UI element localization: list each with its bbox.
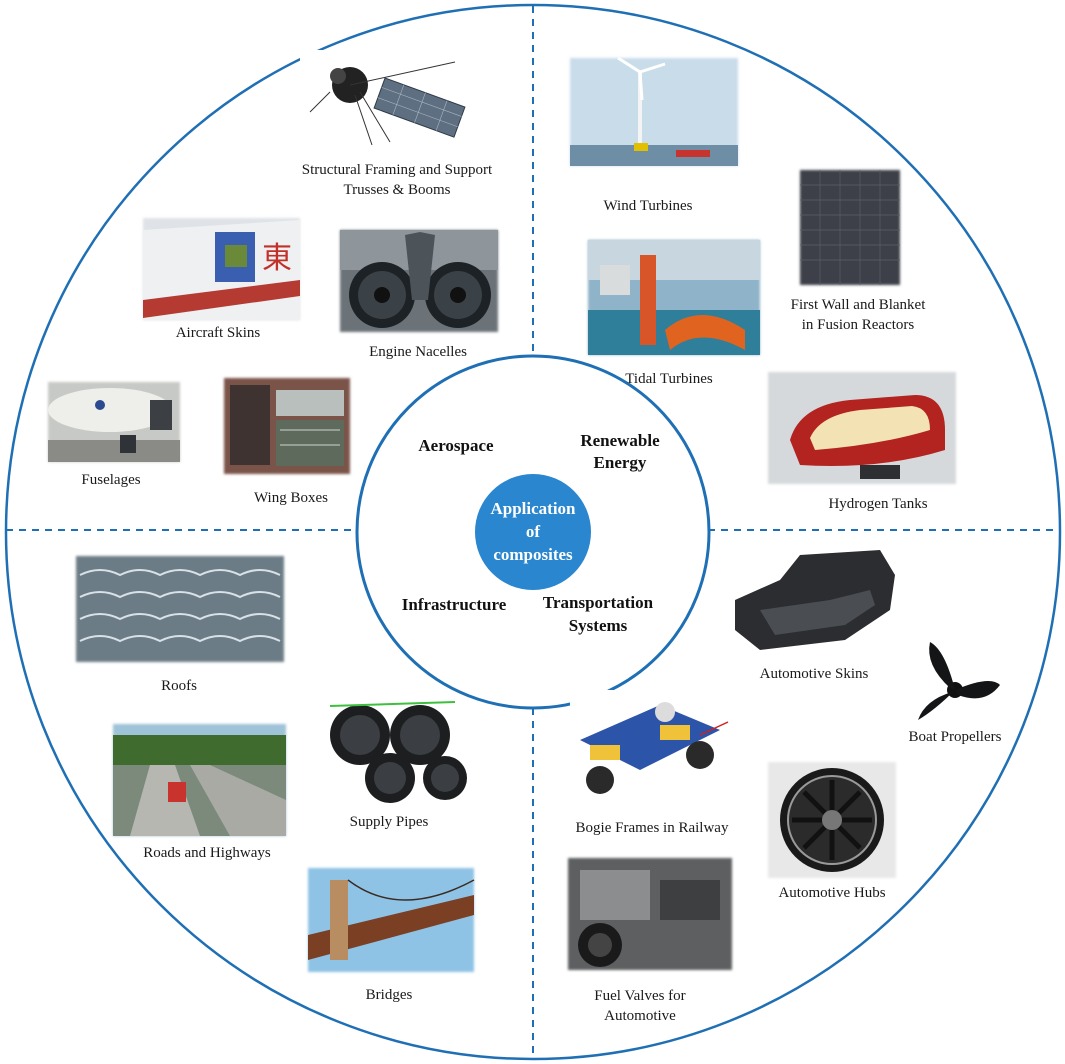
- renewable-label-line: Energy: [594, 453, 647, 472]
- wind-turbines-image: [570, 56, 738, 166]
- fuel-valves-image: [568, 858, 732, 970]
- roads-highways-label: Roads and Highways: [143, 845, 271, 861]
- wind-turbines-label: Wind Turbines: [604, 198, 693, 214]
- roofs-image: [76, 556, 284, 662]
- automotive-hubs-label: Automotive Hubs: [778, 885, 885, 901]
- fuel-valves-label-line: Automotive: [604, 1008, 676, 1024]
- renewable-label-line: Renewable: [580, 431, 660, 450]
- center-label-line: composites: [493, 545, 573, 564]
- center-label-line: of: [526, 522, 541, 541]
- fuselages-image: [48, 382, 180, 462]
- bridges-image: [308, 868, 475, 972]
- automotive-skins-label: Automotive Skins: [760, 666, 869, 682]
- infrastructure-label: Infrastructure: [402, 595, 507, 614]
- engine-nacelles-image: [340, 230, 498, 332]
- first-wall-image: [800, 170, 900, 285]
- outer-ring: [4, 3, 1062, 1061]
- hydrogen-tanks-label-line: Hydrogen Tanks: [828, 496, 927, 512]
- fuselages-label-line: Fuselages: [81, 472, 140, 488]
- tidal-turbines-label: Tidal Turbines: [625, 371, 713, 387]
- roofs-label-line: Roofs: [161, 678, 197, 694]
- wing-boxes-label: Wing Boxes: [254, 490, 328, 506]
- aircraft-skins-label: Aircraft Skins: [176, 325, 261, 341]
- tidal-turbines-image: [588, 240, 760, 355]
- wind-turbines-label-line: Wind Turbines: [604, 198, 693, 214]
- aerospace-label-line: Aerospace: [418, 436, 494, 455]
- roofs-label: Roofs: [161, 678, 197, 694]
- boat-propellers-label: Boat Propellers: [909, 729, 1002, 745]
- satellite-image: [300, 50, 480, 150]
- roads-highways-label-line: Roads and Highways: [143, 845, 271, 861]
- bridges-label-line: Bridges: [366, 987, 413, 1003]
- tidal-turbines-label-line: Tidal Turbines: [625, 371, 713, 387]
- aircraft-skins-label-line: Aircraft Skins: [176, 325, 261, 341]
- first-wall-label-line: in Fusion Reactors: [802, 317, 915, 333]
- fuselages-label: Fuselages: [81, 472, 140, 488]
- structural-framing-label-line: Trusses & Booms: [344, 182, 451, 198]
- transportation-label-line: Systems: [569, 616, 628, 635]
- wing-boxes-label-line: Wing Boxes: [254, 490, 328, 506]
- transportation-label-line: Transportation: [543, 593, 654, 612]
- roads-highways-image: [113, 724, 286, 836]
- fuel-valves-label-line: Fuel Valves for: [594, 988, 685, 1004]
- bridges-label: Bridges: [366, 987, 413, 1003]
- boat-propellers-image: [918, 642, 1000, 720]
- automotive-hubs-image: [768, 762, 896, 878]
- center-label: Application of composites: [490, 499, 576, 564]
- bogie-frames-label-line: Bogie Frames in Railway: [576, 820, 729, 836]
- bogie-frames-label: Bogie Frames in Railway: [576, 820, 729, 836]
- svg-text:東: 東: [262, 242, 292, 275]
- supply-pipes-label-line: Supply Pipes: [350, 814, 429, 830]
- first-wall-label-line: First Wall and Blanket: [791, 297, 927, 313]
- automotive-hubs-label-line: Automotive Hubs: [778, 885, 885, 901]
- engine-nacelles-label: Engine Nacelles: [369, 344, 467, 360]
- supply-pipes-label: Supply Pipes: [350, 814, 429, 830]
- automotive-skins-image: [735, 550, 895, 650]
- automotive-skins-label-line: Automotive Skins: [760, 666, 869, 682]
- hydrogen-tanks-label: Hydrogen Tanks: [828, 496, 927, 512]
- engine-nacelles-label-line: Engine Nacelles: [369, 344, 467, 360]
- hydrogen-tanks-image: [768, 372, 956, 484]
- center-label-line: Application: [490, 499, 576, 518]
- bogie-frames-image: [570, 690, 730, 810]
- supply-pipes-image: [322, 700, 467, 803]
- infrastructure-label-line: Infrastructure: [402, 595, 507, 614]
- structural-framing-label-line: Structural Framing and Support: [302, 162, 493, 178]
- wing-boxes-image: [224, 378, 350, 474]
- center-circle: [475, 474, 591, 590]
- aircraft-skins-image: 東: [143, 218, 300, 320]
- boat-propellers-label-line: Boat Propellers: [909, 729, 1002, 745]
- first-wall-label: First Wall and Blanket in Fusion Reactors: [791, 297, 927, 333]
- aerospace-label: Aerospace: [418, 436, 494, 455]
